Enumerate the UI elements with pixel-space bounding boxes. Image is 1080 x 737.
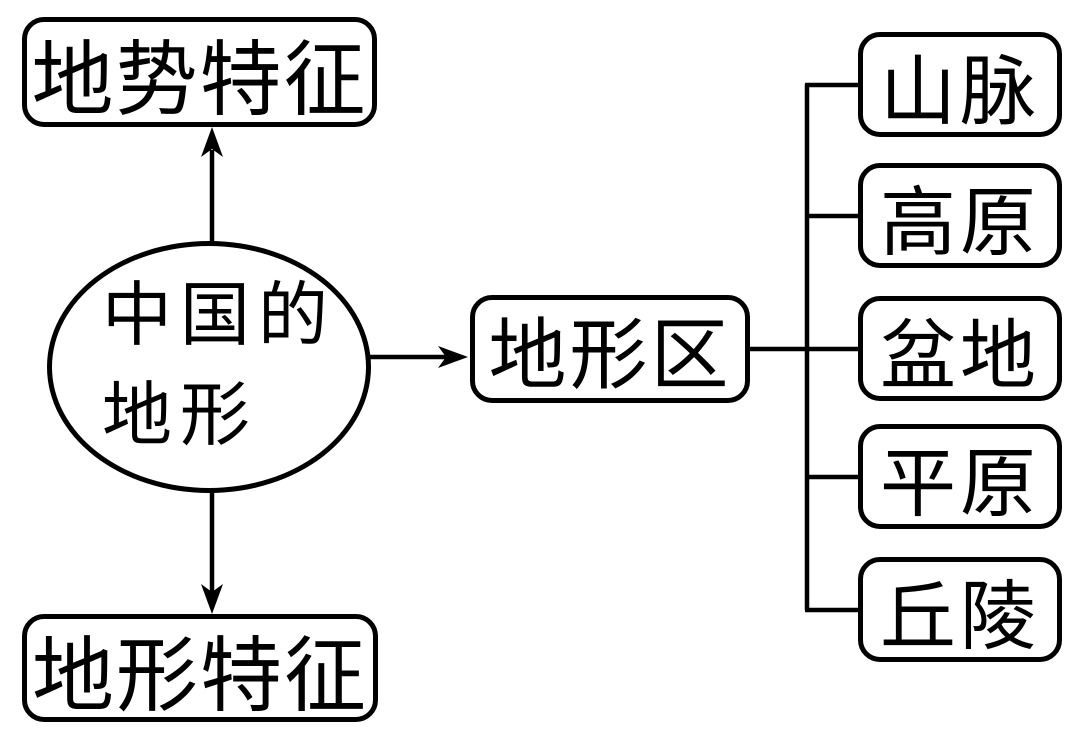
node-mountain-ranges-label: 山脉 bbox=[880, 50, 1040, 135]
node-landform-regions: 地形区 bbox=[470, 295, 750, 403]
arrowhead-right-icon bbox=[438, 346, 468, 368]
node-landform-features-label: 地形特征 bbox=[31, 630, 368, 722]
node-elevation-features-label: 地势特征 bbox=[31, 34, 368, 126]
arrowhead-down-icon bbox=[201, 584, 223, 614]
node-basins: 盆地 bbox=[858, 296, 1062, 401]
arrowhead-up-icon bbox=[201, 127, 223, 157]
node-china-landforms-line1: 中国的 bbox=[102, 278, 336, 355]
node-china-landforms-line2: 地形 bbox=[102, 378, 258, 455]
node-basins-label: 盆地 bbox=[880, 314, 1040, 399]
node-plateaus: 高原 bbox=[858, 163, 1062, 268]
node-plains: 平原 bbox=[858, 424, 1062, 529]
node-china-landforms: 中国的 地形 bbox=[47, 241, 371, 493]
node-landform-regions-label: 地形区 bbox=[488, 312, 732, 399]
node-plains-label: 平原 bbox=[880, 442, 1040, 527]
node-hills: 丘陵 bbox=[858, 557, 1062, 662]
node-landform-features: 地形特征 bbox=[22, 614, 378, 722]
node-elevation-features: 地势特征 bbox=[22, 17, 377, 127]
node-hills-label: 丘陵 bbox=[880, 575, 1040, 660]
node-mountain-ranges: 山脉 bbox=[858, 32, 1062, 137]
node-plateaus-label: 高原 bbox=[880, 181, 1040, 266]
